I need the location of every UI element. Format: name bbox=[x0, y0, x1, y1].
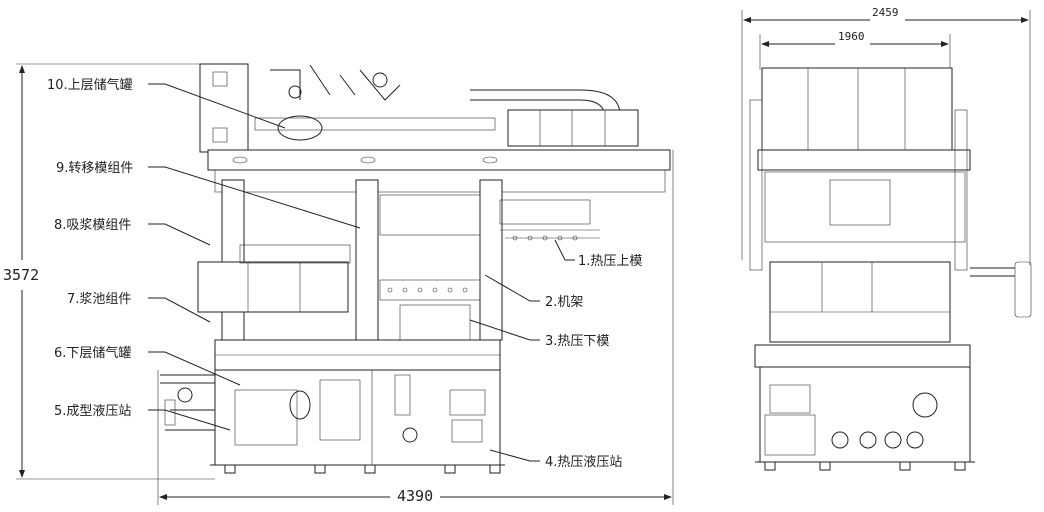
front-view-machine bbox=[160, 63, 671, 474]
side-inner-width-value: 1960 bbox=[838, 30, 865, 43]
label-pulp-tank: 7.浆池组件 bbox=[67, 292, 131, 307]
leader-lines bbox=[148, 83, 575, 462]
side-overall-width-value: 2459 bbox=[872, 6, 899, 19]
front-view-left-labels: 10.上层储气罐 9.转移模组件 8.吸浆模组件 7.浆池组件 6.下层储气罐 … bbox=[47, 77, 133, 419]
label-hot-press-upper-mould: 1.热压上模 bbox=[578, 254, 642, 269]
label-lower-air-tank: 6.下层储气罐 bbox=[54, 345, 131, 361]
label-transfer-mould: 9.转移模组件 bbox=[56, 161, 133, 176]
label-forming-hydraulic-station: 5.成型液压站 bbox=[54, 404, 131, 419]
front-view-right-labels: 1.热压上模 2.机架 3.热压下模 4.热压液压站 bbox=[545, 254, 642, 470]
side-overall-width-dimension: 2459 bbox=[741, 6, 1031, 265]
width-dimension: 4390 bbox=[157, 150, 674, 505]
side-inner-width-dimension: 1960 bbox=[759, 30, 951, 70]
height-dimension: 3572 bbox=[3, 63, 215, 480]
label-hot-press-lower-mould: 3.热压下模 bbox=[545, 334, 609, 349]
label-upper-air-tank: 10.上层储气罐 bbox=[47, 77, 133, 93]
label-suction-mould: 8.吸浆模组件 bbox=[54, 218, 131, 233]
label-frame: 2.机架 bbox=[545, 295, 583, 310]
width-dimension-value: 4390 bbox=[397, 487, 433, 505]
side-view-machine bbox=[749, 67, 1032, 471]
label-hot-press-hydraulic-station: 4.热压液压站 bbox=[545, 455, 622, 470]
height-dimension-value: 3572 bbox=[3, 266, 39, 284]
